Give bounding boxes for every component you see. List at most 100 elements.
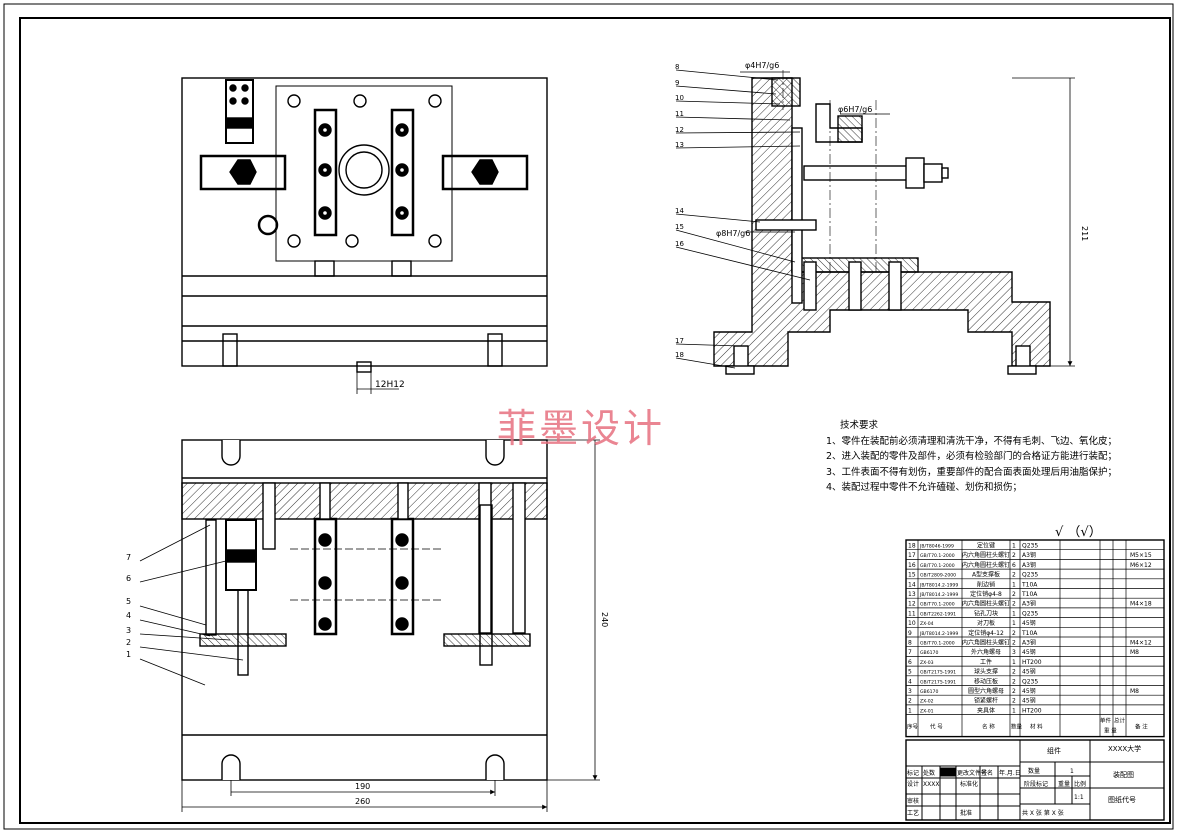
bom-header-cell: 单件: [1100, 717, 1112, 725]
callout-5: 5: [126, 597, 131, 606]
tb-date: 年.月.日: [999, 769, 1021, 777]
bom-cell: 1: [1012, 659, 1016, 666]
bom-header-cell: 材 料: [1030, 723, 1043, 731]
bom-cell: GB/T2175-1991: [920, 679, 956, 685]
bom-cell: GB/T2809-2000: [920, 573, 956, 579]
bom-cell: Q235: [1022, 543, 1038, 550]
callout-11: 11: [675, 110, 684, 118]
bom-cell: HT200: [1022, 707, 1042, 714]
bom-header-cell: 总计: [1114, 717, 1126, 725]
tech-req-title: 技术要求: [840, 420, 879, 431]
bom-cell: ZX-01: [920, 708, 934, 714]
bom-cell: 45钢: [1022, 619, 1036, 627]
bom-header-cell: 代 号: [930, 723, 943, 731]
bom-cell: JB/T8014.2-1999: [919, 582, 958, 588]
side-view: [713, 77, 1051, 375]
bom-cell: M8: [1130, 688, 1139, 695]
surface-finish-symbol: √ （√）: [1055, 525, 1102, 540]
bom-cell: 7: [908, 649, 912, 656]
dim-label-12h12: 12H12: [375, 380, 405, 390]
bom-cell: T10A: [1021, 630, 1038, 637]
fit-label-1: φ4H7/g6: [745, 61, 779, 70]
title-block-text: 组件 XXXX大学 装配图 图纸代号 数量 1 阶段标记 重量 比例 1:1 共…: [907, 744, 1141, 817]
bom-header-cell: 数量: [1011, 723, 1023, 731]
outer-border: [3, 3, 1174, 830]
tb-qty-label: 数量: [1028, 767, 1040, 775]
tb-scale: 比例: [1074, 780, 1086, 788]
bom-cell: 6: [1012, 562, 1016, 569]
bom-cell: 2: [1012, 591, 1016, 598]
bom-cell: 6: [908, 659, 912, 666]
callout-14: 14: [675, 207, 684, 215]
tb-count: 处数: [923, 769, 935, 777]
bom-cell: GB/T70.1-2000: [920, 553, 955, 559]
bom-cell: 8: [908, 640, 912, 647]
callout-9: 9: [675, 79, 679, 87]
bom-cell: JB/T8046-1999: [919, 544, 954, 550]
tb-school: XXXX大学: [1108, 744, 1141, 753]
front-view: [181, 439, 548, 781]
bom-cell: 18: [908, 543, 916, 550]
bom-cell: 1: [908, 707, 912, 714]
callout-1: 1: [126, 650, 131, 659]
bom-cell: 2: [1012, 688, 1016, 695]
bom-cell: 9: [908, 630, 912, 637]
bom-cell: GB/T2262-1991: [920, 611, 956, 617]
bom-cell: T10A: [1021, 581, 1038, 588]
side-callout-labels: 8 9 10 11 12 13 14 15 16 17 18: [675, 63, 684, 359]
bom-cell: 16: [908, 562, 916, 569]
bom-cell: 2: [1012, 669, 1016, 676]
dims-side: [740, 71, 1075, 367]
tb-assembly: 组件: [1047, 746, 1061, 755]
bom-frame: [905, 539, 1165, 738]
bom-cell: 削边销: [977, 580, 995, 588]
bom-cell: 内六角圆柱头螺钉: [962, 561, 1010, 569]
bom-cell: 圆型六角螺母: [968, 687, 1004, 695]
tb-stage: 阶段标记: [1024, 780, 1048, 788]
tb-mark: 标记: [907, 769, 919, 777]
bom-cell: ZX-02: [920, 699, 934, 705]
callout-3: 3: [126, 626, 131, 635]
bom-cell: 2: [908, 698, 912, 705]
bom-cell: 球头支撑: [974, 668, 998, 676]
dim-label-260: 260: [355, 797, 370, 806]
tb-scale-val: 1:1: [1074, 794, 1084, 801]
bom-cell: GB/T70.1-2000: [920, 563, 955, 569]
fit-label-3: φ8H7/g6: [716, 229, 750, 238]
bom-cell: 锁紧螺杆: [974, 697, 998, 705]
bom-cell: 工件: [980, 658, 992, 666]
bom-cell: 外六角螺母: [971, 648, 1001, 656]
tb-std: 标准化: [960, 780, 978, 788]
callout-12: 12: [675, 126, 684, 134]
bom-cell: A3钢: [1022, 639, 1036, 647]
bom-cell: 1: [1012, 543, 1016, 550]
tb-weight: 重量: [1058, 780, 1070, 788]
bom-cell: JB/T8014.2-1999: [919, 631, 958, 637]
bom-cell: A3钢: [1022, 600, 1036, 608]
side-centerlines: [782, 70, 877, 272]
dim-12h12: [356, 372, 399, 394]
bom-cell: GB6170: [920, 650, 938, 656]
bom-cell: A3钢: [1022, 561, 1036, 569]
callout-13: 13: [675, 141, 684, 149]
bom-cell: 4: [908, 678, 912, 685]
bom-cell: 内六角圆柱头螺钉: [962, 600, 1010, 608]
technical-requirements: 技术要求 1、零件在装配前必须清理和清洗干净，不得有毛刺、飞边、氧化皮； 2、进…: [826, 418, 1117, 496]
callout-6: 6: [126, 574, 131, 583]
tb-change-doc: 更改文件号: [957, 769, 987, 777]
bom-cell: 2: [1012, 572, 1016, 579]
callout-7: 7: [126, 553, 131, 562]
bom-cell: 内六角圆柱头螺钉: [962, 639, 1010, 647]
bom-cell: 45钢: [1022, 697, 1036, 705]
bom-cell: ZX-04: [920, 621, 934, 627]
bom-cell: 移动压板: [974, 677, 998, 685]
inner-border: [19, 17, 1171, 824]
bom-cell: 11: [908, 610, 916, 617]
side-leaders: [675, 69, 811, 369]
callout-8: 8: [675, 63, 679, 71]
bom-cell: A3钢: [1022, 551, 1036, 559]
bom-cell: 5: [908, 669, 912, 676]
callout-18: 18: [675, 351, 684, 359]
